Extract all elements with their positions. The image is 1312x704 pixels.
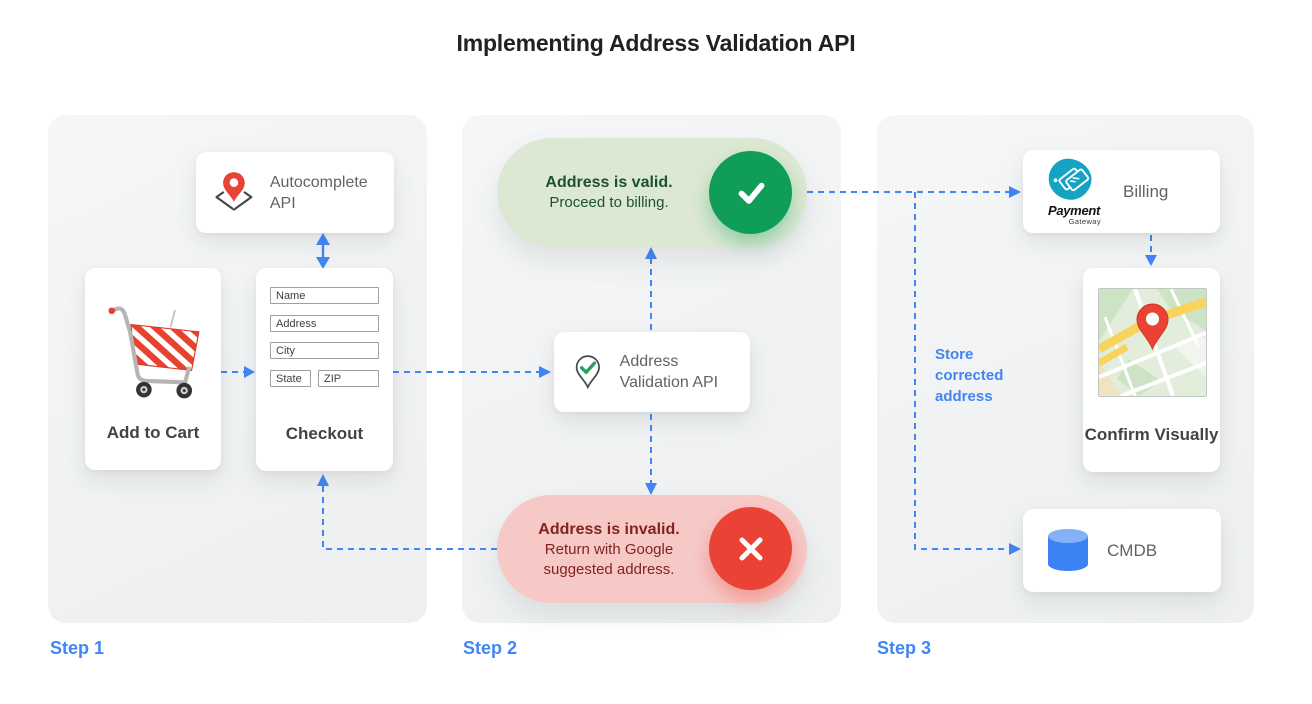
shopping-cart-icon: [108, 306, 200, 399]
checkout-form: Name Address City State ZIP: [270, 287, 379, 397]
checkout-card: Name Address City State ZIP Checkout: [256, 268, 393, 471]
zip-field: ZIP: [318, 369, 379, 387]
valid-subtitle: Proceed to billing.: [549, 194, 669, 211]
address-field: Address: [270, 314, 379, 332]
valid-circle: [709, 151, 792, 234]
payment-logo-text: Payment: [1047, 203, 1101, 218]
city-field: City: [270, 342, 379, 359]
step1-label: Step 1: [50, 638, 105, 658]
cmdb-label: CMDB: [1107, 541, 1158, 560]
autocomplete-api-card: Autocomplete API: [196, 152, 394, 233]
confirm-visually-label: Confirm Visually: [1084, 425, 1219, 444]
add-to-cart-card: Add to Cart: [85, 268, 221, 470]
address-validation-api-label: Address Validation API: [619, 353, 719, 391]
valid-title: Address is valid.: [545, 174, 673, 191]
step2-label: Step 2: [463, 638, 518, 658]
cmdb-card: CMDB: [1023, 509, 1221, 592]
name-field: Name: [270, 287, 379, 304]
autocomplete-api-label: Autocomplete API: [269, 173, 368, 212]
billing-card: Payment Gateway Billing: [1023, 150, 1220, 233]
payment-gateway-blob-icon: [1048, 158, 1092, 200]
state-field: State: [270, 369, 311, 387]
invalid-title: Address is invalid.: [538, 520, 680, 538]
store-corrected-address-note: Store corrected address: [935, 346, 1004, 405]
invalid-circle: [709, 507, 792, 590]
add-to-cart-label: Add to Cart: [106, 423, 200, 442]
step3-label: Step 3: [877, 638, 932, 658]
payment-gateway-logo: Payment Gateway: [1041, 157, 1107, 226]
map-pin-check-icon: [575, 355, 600, 390]
billing-label: Billing: [1123, 182, 1169, 201]
checkout-label: Checkout: [285, 424, 364, 443]
confirm-visually-card: Confirm Visually: [1083, 268, 1220, 472]
map-thumbnail: [1098, 288, 1207, 397]
invalid-subtitle: Return with Google suggested address.: [543, 540, 675, 578]
diagram-title: Implementing Address Validation API: [456, 30, 856, 56]
address-valid-pill: Address is valid. Proceed to billing.: [497, 138, 807, 247]
database-icon: [1048, 528, 1088, 571]
address-validation-api-card: Address Validation API: [554, 332, 750, 412]
address-invalid-pill: Address is invalid. Return with Google s…: [497, 495, 807, 603]
check-icon: [738, 182, 764, 204]
map-pin-diamond-icon: [215, 169, 253, 211]
x-icon: [739, 537, 762, 560]
gateway-logo-text: Gateway: [1068, 217, 1101, 226]
